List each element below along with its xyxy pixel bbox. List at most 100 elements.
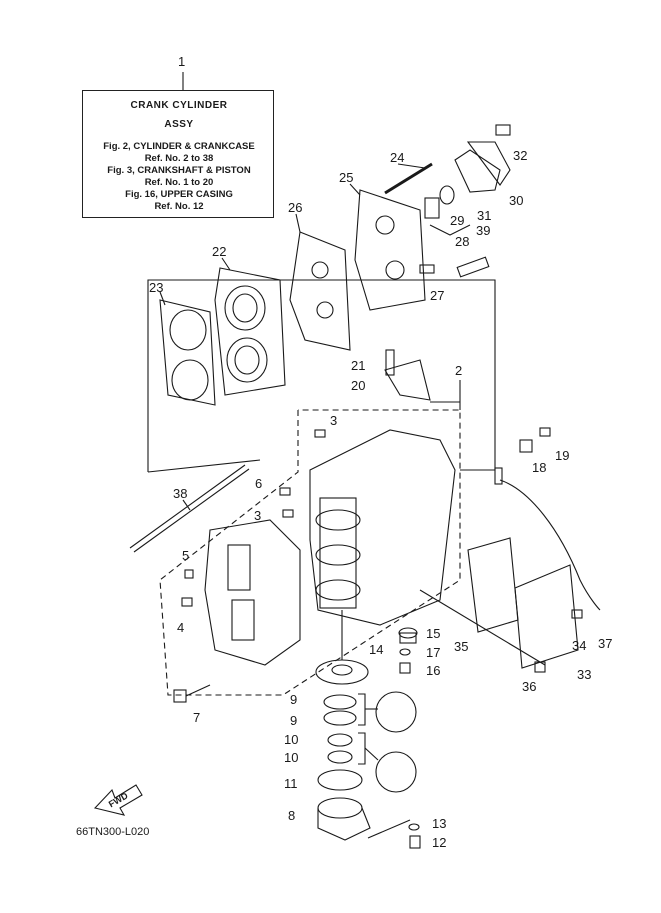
callout-38: 38 xyxy=(173,486,187,501)
bearing-10a xyxy=(327,733,353,747)
leader-26 xyxy=(295,213,301,233)
bolt-21 xyxy=(385,349,395,376)
fwd-arrow-icon xyxy=(93,784,143,816)
leader-28 xyxy=(429,224,471,236)
crankcase-half xyxy=(204,519,301,666)
note-ref-line: Fig. 3, CRANKSHAFT & PISTON xyxy=(107,165,251,176)
callout-5: 5 xyxy=(182,548,189,563)
bolt-12 xyxy=(409,835,421,849)
callout-12: 12 xyxy=(432,835,446,850)
bracket-20 xyxy=(384,359,431,401)
callout-7: 7 xyxy=(193,710,200,725)
note-title-line2: ASSY xyxy=(164,119,194,130)
cover-25 xyxy=(354,189,426,311)
hose-37 xyxy=(499,479,601,611)
callout-20: 20 xyxy=(351,378,365,393)
cover-31 xyxy=(454,149,501,193)
callout-3a: 3 xyxy=(330,413,337,428)
leader-22 xyxy=(221,257,231,271)
callout-32: 32 xyxy=(513,148,527,163)
drawing-code: 66TN300-L020 xyxy=(76,826,150,838)
housing-8 xyxy=(317,797,371,841)
fwd-label: FWD xyxy=(107,790,130,809)
cover-33 xyxy=(514,564,579,669)
fitting-18 xyxy=(519,439,533,453)
callout-13: 13 xyxy=(432,816,446,831)
callout-23: 23 xyxy=(149,280,163,295)
callout-22: 22 xyxy=(212,244,226,259)
callout-27: 27 xyxy=(430,288,444,303)
fitting-28 xyxy=(424,197,440,219)
leader-35-33 xyxy=(419,589,546,666)
callout-33: 33 xyxy=(577,667,591,682)
callout-8: 8 xyxy=(288,808,295,823)
callout-10a: 10 xyxy=(284,732,298,747)
cylinder-block-2 xyxy=(309,429,456,626)
leader-23 xyxy=(159,291,166,306)
leader-head xyxy=(147,459,261,473)
pin-5 xyxy=(184,569,194,579)
long-bolt-24 xyxy=(384,162,433,195)
callout-34: 34 xyxy=(572,638,586,653)
head-gasket-23 xyxy=(159,299,216,406)
hose-end-37 xyxy=(494,467,503,485)
fitting-4 xyxy=(181,597,193,607)
callout-9a: 9 xyxy=(290,692,297,707)
callout-37: 37 xyxy=(598,636,612,651)
callout-1: 1 xyxy=(178,54,185,69)
leader-25 xyxy=(349,183,361,196)
head-cover-26 xyxy=(289,231,351,351)
callout-21: 21 xyxy=(351,358,365,373)
note-ref-line: Ref. No. 1 to 20 xyxy=(144,177,214,188)
cylinder-head-22 xyxy=(214,267,286,396)
bolt-32 xyxy=(495,124,511,136)
seal-9a xyxy=(323,694,357,710)
callout-11: 11 xyxy=(284,776,298,791)
spark-plug-39 xyxy=(456,256,490,278)
bolt-7 xyxy=(173,684,211,703)
callout-28: 28 xyxy=(455,234,469,249)
note-ref-line: Ref. No. 2 to 38 xyxy=(144,153,214,164)
callout-24: 24 xyxy=(390,150,404,165)
note-ref-line: Ref. No. 12 xyxy=(154,201,204,212)
plug-6 xyxy=(279,487,291,496)
o-ring-11 xyxy=(317,769,363,791)
callout-6: 6 xyxy=(255,476,262,491)
callout-4: 4 xyxy=(177,620,184,635)
callout-25: 25 xyxy=(339,170,353,185)
callout-18: 18 xyxy=(532,460,546,475)
callout-9b: 9 xyxy=(290,713,297,728)
note-title-line1: CRANK CYLINDER xyxy=(130,100,228,111)
callout-35: 35 xyxy=(454,639,468,654)
callout-15: 15 xyxy=(426,626,440,641)
washer-13 xyxy=(408,823,420,831)
nipple-3a xyxy=(314,429,326,438)
head-group-frame xyxy=(147,279,496,472)
assembly-note-box: CRANK CYLINDER ASSY Fig. 2, CYLINDER & C… xyxy=(82,90,274,218)
washer-17 xyxy=(399,648,411,656)
callout-10b: 10 xyxy=(284,750,298,765)
callout-30: 30 xyxy=(509,193,523,208)
bolt-19 xyxy=(539,427,551,437)
bolt-34 xyxy=(571,609,583,619)
callout-29: 29 xyxy=(450,213,464,228)
bolt-27 xyxy=(419,264,435,274)
callout-17: 17 xyxy=(426,645,440,660)
callout-36: 36 xyxy=(522,679,536,694)
ring-29 xyxy=(439,185,455,205)
callout-16: 16 xyxy=(426,663,440,678)
bolt-16 xyxy=(399,662,411,674)
callout-26: 26 xyxy=(288,200,302,215)
leader-24 xyxy=(397,163,426,169)
note-ref-line: Fig. 16, UPPER CASING xyxy=(125,189,233,200)
note-ref-line: Fig. 2, CYLINDER & CRANKCASE xyxy=(103,141,255,152)
callout-14: 14 xyxy=(369,642,383,657)
callout-2: 2 xyxy=(455,363,462,378)
callout-3b: 3 xyxy=(254,508,261,523)
seal-9b xyxy=(323,710,357,726)
washer-15 xyxy=(398,627,418,639)
gasket-30 xyxy=(466,141,511,186)
